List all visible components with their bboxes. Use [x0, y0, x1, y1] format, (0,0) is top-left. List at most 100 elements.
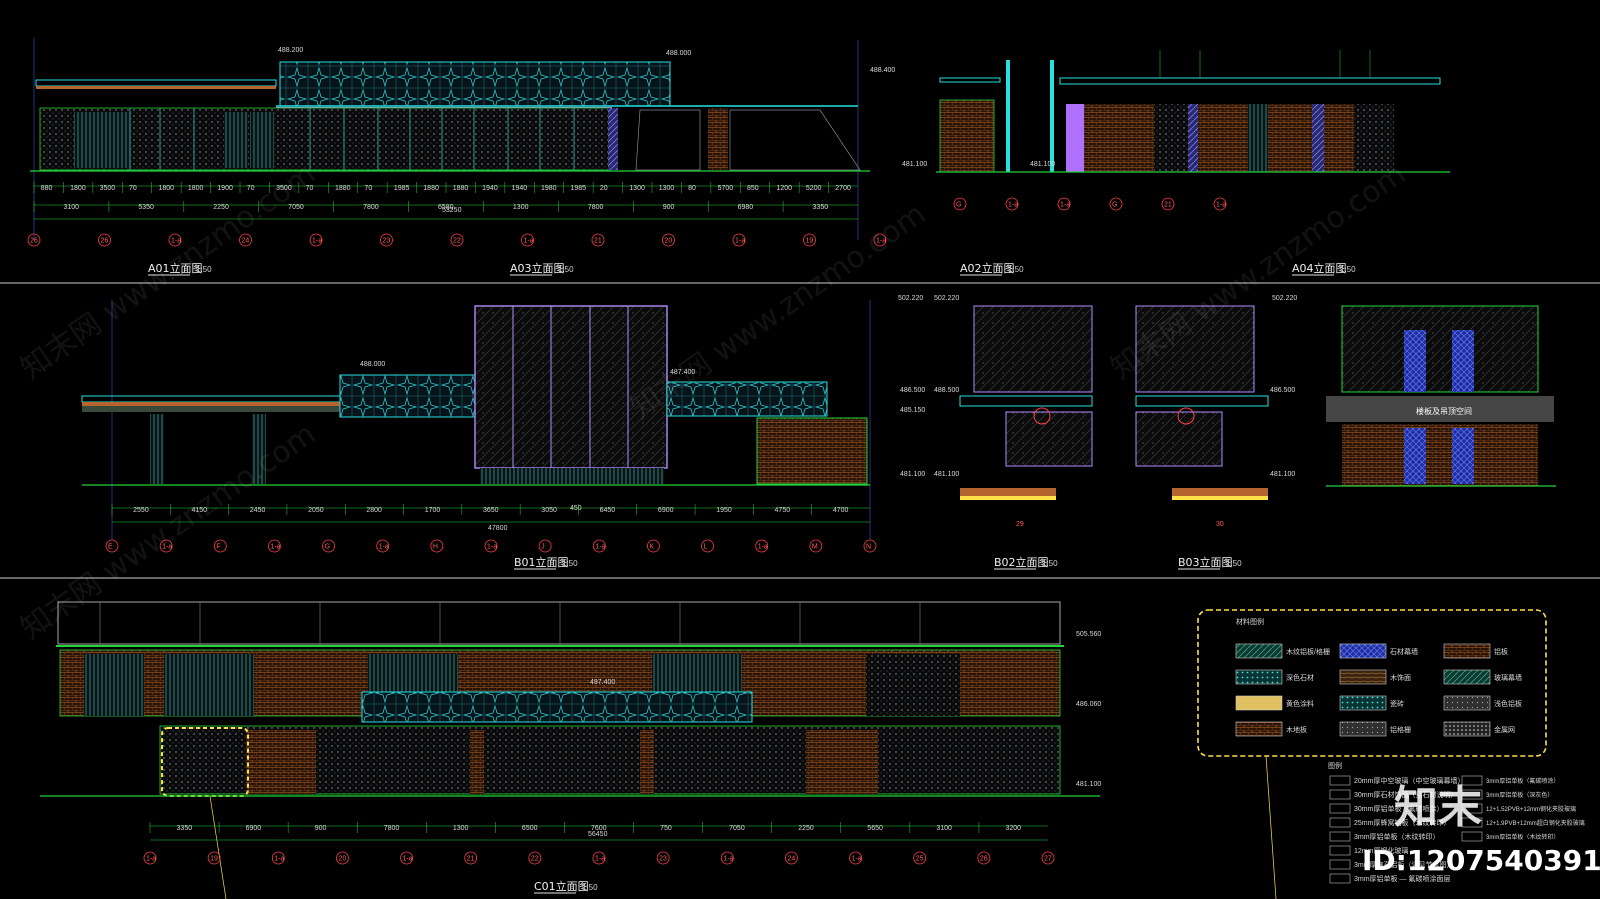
notes-list: 20mm厚中空玻璃（中空玻璃幕墙）30mm厚石材饰面（见石材说明）30mm厚铝单… — [1329, 775, 1585, 884]
legend-label: 铝板 — [1494, 647, 1508, 656]
elev-b-low: 487.400 — [670, 369, 695, 376]
note-text: 3mm厚铝单板（木纹转印） — [1486, 833, 1559, 841]
grid-axis-label: 1-a — [146, 856, 156, 863]
grid-axis-bubble — [322, 539, 335, 553]
grid-axis-bubble — [592, 539, 606, 553]
material-notes: 图例 20mm厚中空玻璃（中空玻璃幕墙）30mm厚石材饰面（见石材说明）30mm… — [1328, 761, 1585, 884]
dimension-label: 1940 — [512, 185, 528, 192]
dimension-label: 1900 — [217, 185, 233, 192]
dimension-label: 3500 — [100, 185, 116, 192]
grid-axis-bubble — [953, 197, 967, 211]
grid-axis-bubble — [755, 539, 769, 553]
grid-axis-bubble — [538, 539, 552, 553]
dimension-label: 3050 — [541, 507, 557, 514]
legend-label: 玻璃幕墙 — [1494, 673, 1522, 682]
legend-swatches: 木纹铝板/格栅石材幕墙铝板深色石材木饰面玻璃幕墙黄色涂料瓷砖浅色铝板木地板铝格栅… — [1235, 643, 1522, 737]
grid-axis-bubble — [849, 851, 862, 865]
grid-axis-label: H — [433, 544, 438, 551]
dimension-label: 4750 — [775, 507, 791, 514]
grid-axis-bubble — [159, 539, 173, 553]
grid-axis-bubble — [430, 539, 444, 553]
grid-axis-bubble — [464, 851, 478, 865]
grid-axis-label: J — [541, 544, 545, 551]
note-swatch — [1329, 873, 1351, 884]
note-swatch — [1461, 817, 1483, 828]
svg-text:1:50: 1:50 — [1226, 559, 1242, 568]
grid-axis-bubble — [213, 539, 227, 553]
grid-axis-label: 23 — [659, 856, 667, 863]
grid-axis-bubble — [1109, 197, 1123, 211]
dimension-label: 900 — [663, 204, 675, 211]
grid-axis-label: G — [325, 544, 330, 551]
note-text: 3mm厚铝单板（木纹转印） — [1354, 832, 1440, 841]
legend-label: 木纹铝板/格栅 — [1286, 647, 1330, 656]
legend-swatch — [1443, 643, 1491, 659]
dimension-label: 7800 — [384, 825, 400, 832]
dimension-label: 1940 — [482, 185, 498, 192]
grid-axis-label: E — [108, 544, 113, 551]
elev-c-right: 486.060 — [1076, 701, 1101, 708]
title-a03: A03立面图 1:50 — [510, 261, 574, 276]
dimension-label: 3100 — [936, 825, 952, 832]
note-swatch — [1329, 831, 1351, 842]
watermark-4: 知末网 www.znzmo.com — [15, 417, 323, 647]
note-text: 12mm厚钢化玻璃 — [1354, 846, 1408, 855]
grid-axis-label: 1-a — [758, 544, 768, 551]
title-b01: B01立面图 1:50 — [514, 555, 578, 570]
legend-label: 木地板 — [1286, 725, 1307, 734]
dimension-label: 6580 — [438, 204, 454, 211]
grid-axis-label: 1-a — [1216, 202, 1226, 209]
grid-axis-bubble — [98, 233, 111, 247]
b-total-dim: 47800 — [488, 525, 508, 532]
svg-text:A02立面图: A02立面图 — [960, 261, 1015, 275]
svg-text:1:50: 1:50 — [1042, 559, 1058, 568]
grid-axis-label: 22 — [453, 238, 461, 245]
elev-a-side: 488.400 — [870, 67, 895, 74]
dimension-label: 1985 — [394, 185, 410, 192]
dimension-label: 6980 — [738, 204, 754, 211]
title-b03: B03立面图 1:50 — [1178, 555, 1242, 570]
dimension-label: 4150 — [191, 507, 207, 514]
grid-axis-bubble — [521, 233, 534, 247]
note-text: 3mm厚穿孔铝板（详见节点图） — [1354, 860, 1454, 869]
grid-axis-label: L — [704, 544, 708, 551]
dimension-label: 880 — [41, 185, 53, 192]
grid-axis-label: 1-a — [1008, 202, 1018, 209]
grid-axis-bubble — [450, 233, 464, 247]
note-swatch — [1329, 789, 1351, 800]
grid-axis-bubble — [913, 851, 927, 865]
dimension-label: 70 — [364, 185, 372, 192]
elev-c-top: 505.560 — [1076, 631, 1101, 638]
note-text: 30mm厚铝单板（氟碳喷涂） — [1354, 804, 1443, 813]
b04-elevation — [1326, 305, 1556, 487]
dimension-label: 7050 — [288, 204, 304, 211]
note-text: 12+1.9PVB+12mm超白钢化夹胶玻璃 — [1486, 819, 1585, 827]
dimension-label: 1880 — [335, 185, 351, 192]
b02-axis: 29 — [1016, 521, 1024, 528]
grid-axis-bubble — [1161, 197, 1175, 211]
grid-axis-bubble — [380, 233, 393, 247]
grid-axis-label: 25 — [916, 856, 924, 863]
svg-text:1:50: 1:50 — [582, 883, 598, 892]
dimension-label: 3500 — [276, 185, 292, 192]
grid-axis-label: G — [956, 202, 961, 209]
grid-axis-bubble — [592, 851, 606, 865]
grid-axis-label: M — [812, 544, 818, 551]
grid-axis-bubble — [143, 851, 157, 865]
dimension-label: 3350 — [177, 825, 193, 832]
elev-b-left2: 485.150 — [900, 407, 925, 414]
grid-axis-label: 1-a — [876, 238, 886, 245]
grid-axis-bubble — [168, 233, 182, 247]
dimension-label: 70 — [306, 185, 314, 192]
legend-label: 木饰面 — [1390, 673, 1411, 682]
note-text: 30mm厚石材饰面（见石材说明） — [1354, 790, 1457, 799]
svg-text:1:50: 1:50 — [1008, 265, 1024, 274]
a02-elevation — [936, 50, 1450, 173]
legend-label: 黄色涂料 — [1286, 699, 1314, 708]
grid-axis-bubble — [207, 851, 221, 865]
elev-c-mid: 497.400 — [590, 679, 615, 686]
grid-axis-label: 26 — [30, 238, 38, 245]
legend-label: 深色石材 — [1286, 673, 1314, 682]
